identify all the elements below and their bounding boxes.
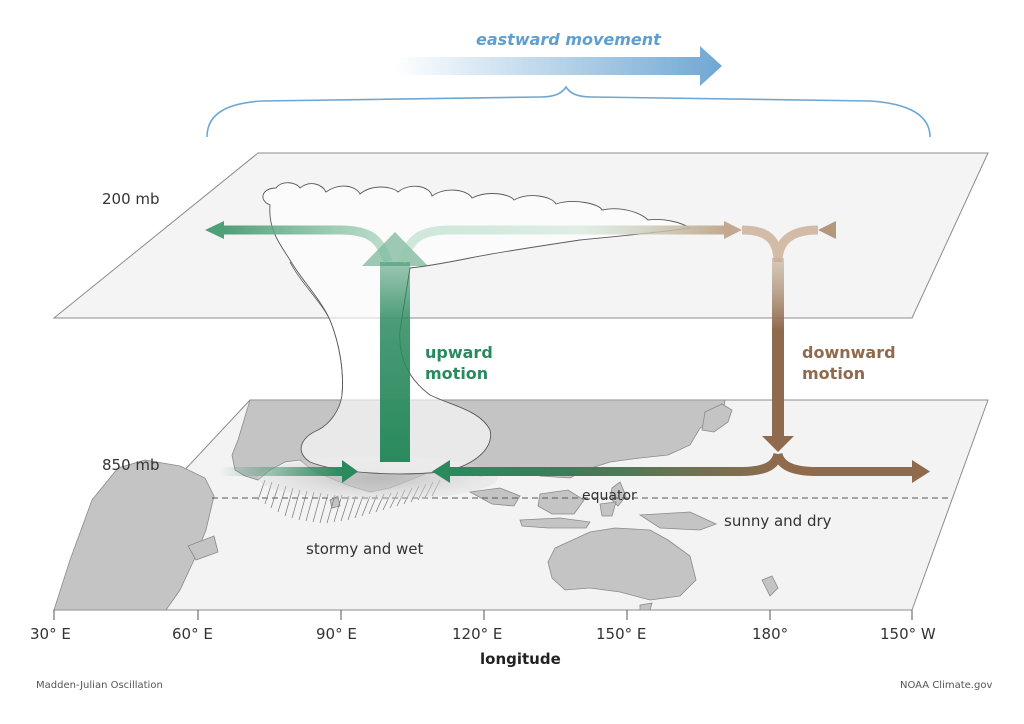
equator-label: equator: [582, 488, 637, 504]
tick-30e: 30° E: [30, 625, 71, 643]
downward-motion-label: downward motion: [802, 342, 896, 384]
tick-150e: 150° E: [596, 625, 647, 643]
level-200mb-label: 200 mb: [102, 190, 160, 208]
upper-right-arrow: [397, 221, 742, 264]
tick-60e: 60° E: [172, 625, 213, 643]
tick-90e: 90° E: [316, 625, 357, 643]
stormy-wet-label: stormy and wet: [306, 540, 424, 558]
upward-motion-line2: motion: [425, 364, 489, 383]
tick-180: 180°: [752, 625, 789, 643]
upward-motion-label: upward motion: [425, 342, 493, 384]
sunny-dry-label: sunny and dry: [724, 512, 832, 530]
eastward-arrow-icon: [395, 46, 722, 86]
upper-left-arrow: [205, 221, 393, 264]
footer-title: Madden-Julian Oscillation: [36, 680, 163, 691]
cloud-icon: [262, 182, 692, 475]
upper-far-arrow: [818, 221, 905, 239]
tick-150w: 150° W: [880, 625, 936, 643]
bracket-icon: [206, 85, 931, 138]
downward-motion-arrow: [741, 225, 819, 452]
upward-motion-arrow: [362, 232, 428, 462]
tick-120e: 120° E: [452, 625, 503, 643]
footer-credit: NOAA Climate.gov: [900, 680, 993, 691]
axis-ticks: [53, 610, 913, 620]
downward-motion-line1: downward: [802, 343, 896, 362]
level-850mb-label: 850 mb: [102, 456, 160, 474]
lower-right-arrow: [773, 452, 930, 483]
downward-motion-line2: motion: [802, 364, 866, 383]
lower-left-arrow: [220, 460, 358, 483]
upward-motion-line1: upward: [425, 343, 493, 362]
axis-title: longitude: [480, 650, 561, 668]
eastward-movement-label: eastward movement: [476, 30, 661, 49]
